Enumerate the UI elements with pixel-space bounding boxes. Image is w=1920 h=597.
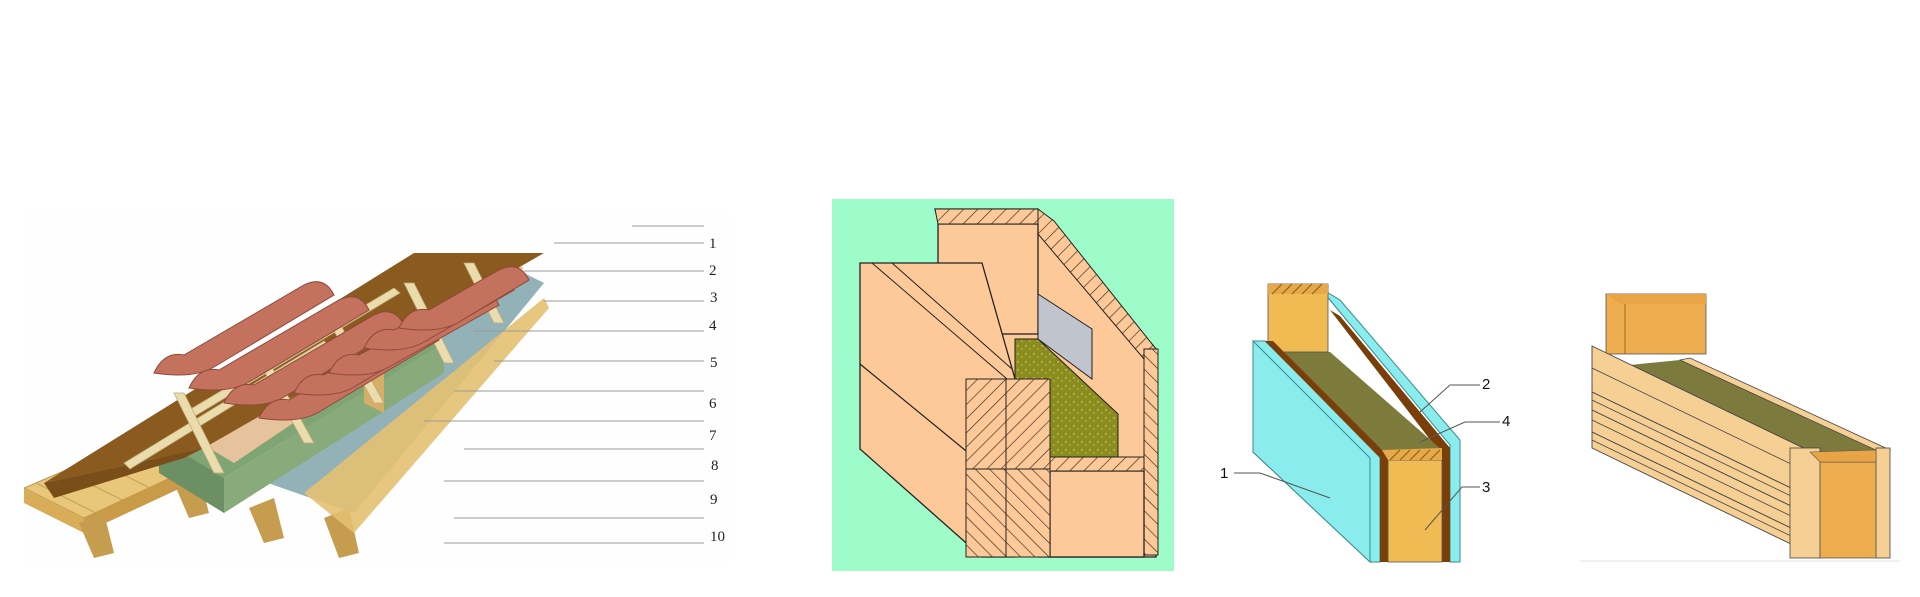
roof-label-6: 6 — [709, 396, 717, 412]
roof-diagram: 1 2 3 4 5 6 7 8 9 10 — [24, 213, 730, 563]
frame-wall-illustration — [1234, 283, 1500, 564]
frame-wall-label-3: 3 — [1482, 479, 1491, 496]
roof-label-10: 10 — [710, 529, 725, 545]
log-wall-illustration — [1580, 293, 1900, 562]
roof-label-5: 5 — [710, 355, 718, 371]
roof-label-3: 3 — [710, 290, 718, 306]
brick-wall-diagram — [832, 199, 1174, 571]
roof-illustration — [24, 213, 730, 563]
frame-wall-label-2: 2 — [1482, 376, 1491, 393]
frame-wall-label-1: 1 — [1220, 465, 1229, 482]
roof-label-7: 7 — [709, 428, 717, 444]
roof-label-8: 8 — [711, 458, 719, 474]
roof-label-9: 9 — [710, 492, 718, 508]
frame-wall-label-4: 4 — [1502, 413, 1511, 430]
log-wall-diagram — [1580, 290, 1900, 565]
roof-label-2: 2 — [709, 263, 717, 279]
roof-label-1: 1 — [709, 236, 717, 252]
brick-wall-illustration — [832, 199, 1174, 571]
roof-label-4: 4 — [709, 318, 717, 334]
frame-wall-diagram: 1 2 4 3 — [1210, 280, 1520, 565]
